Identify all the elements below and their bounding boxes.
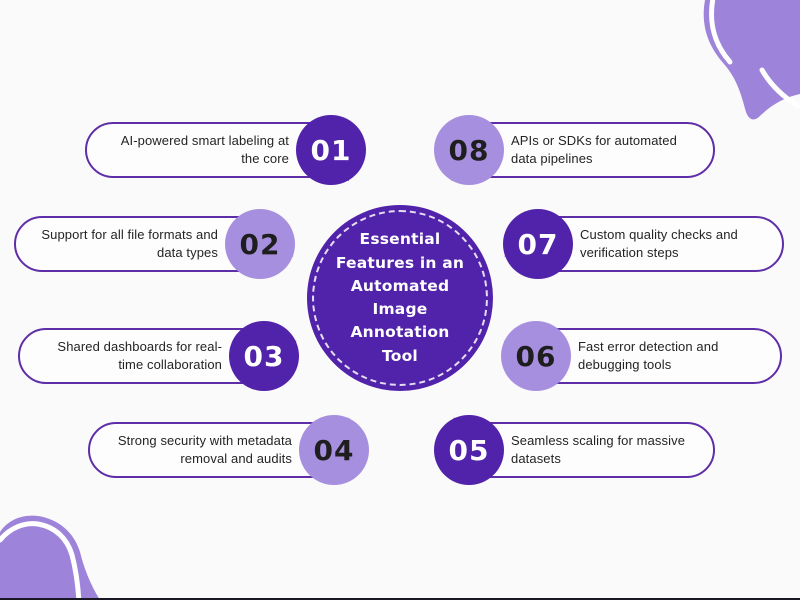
feature-label: Support for all file formats and data ty… bbox=[41, 227, 218, 260]
feature-label: AI-powered smart labeling at the core bbox=[120, 133, 289, 166]
feature-label: Strong security with metadata removal an… bbox=[117, 433, 292, 466]
feature-item-04: Strong security with metadata removal an… bbox=[88, 415, 369, 485]
corner-blob-bottom-left bbox=[0, 515, 100, 600]
feature-number-bubble: 02 bbox=[225, 209, 295, 279]
feature-number: 02 bbox=[225, 209, 295, 279]
feature-number-bubble: 05 bbox=[434, 415, 504, 485]
feature-item-01: AI-powered smart labeling at the core 01 bbox=[85, 115, 366, 185]
feature-label: Seamless scaling for massive datasets bbox=[511, 433, 686, 466]
feature-number: 05 bbox=[434, 415, 504, 485]
feature-number: 03 bbox=[229, 321, 299, 391]
feature-item-07: Custom quality checks and verification s… bbox=[503, 209, 784, 279]
feature-label: APIs or SDKs for automated data pipeline… bbox=[511, 133, 677, 166]
feature-label: Custom quality checks and verification s… bbox=[580, 227, 738, 260]
feature-item-06: Fast error detection and debugging tools… bbox=[501, 321, 782, 391]
feature-number-bubble: 04 bbox=[299, 415, 369, 485]
feature-number-bubble: 07 bbox=[503, 209, 573, 279]
feature-label: Shared dashboards for real- time collabo… bbox=[57, 339, 222, 372]
center-hub-circle: Essential Features in an Automated Image… bbox=[307, 205, 493, 391]
feature-item-05: Seamless scaling for massive datasets 05 bbox=[434, 415, 715, 485]
feature-number: 01 bbox=[296, 115, 366, 185]
feature-number-bubble: 06 bbox=[501, 321, 571, 391]
feature-item-08: APIs or SDKs for automated data pipeline… bbox=[434, 115, 715, 185]
feature-number: 04 bbox=[299, 415, 369, 485]
feature-number: 06 bbox=[501, 321, 571, 391]
center-title: Essential Features in an Automated Image… bbox=[335, 230, 465, 365]
feature-number-bubble: 08 bbox=[434, 115, 504, 185]
feature-label: Fast error detection and debugging tools bbox=[578, 339, 719, 372]
feature-number-bubble: 01 bbox=[296, 115, 366, 185]
corner-blob-top-right bbox=[703, 0, 800, 120]
feature-item-02: Support for all file formats and data ty… bbox=[14, 209, 295, 279]
feature-number: 07 bbox=[503, 209, 573, 279]
feature-number-bubble: 03 bbox=[229, 321, 299, 391]
bottom-edge-line bbox=[0, 598, 800, 600]
feature-item-03: Shared dashboards for real- time collabo… bbox=[18, 321, 299, 391]
feature-number: 08 bbox=[434, 115, 504, 185]
